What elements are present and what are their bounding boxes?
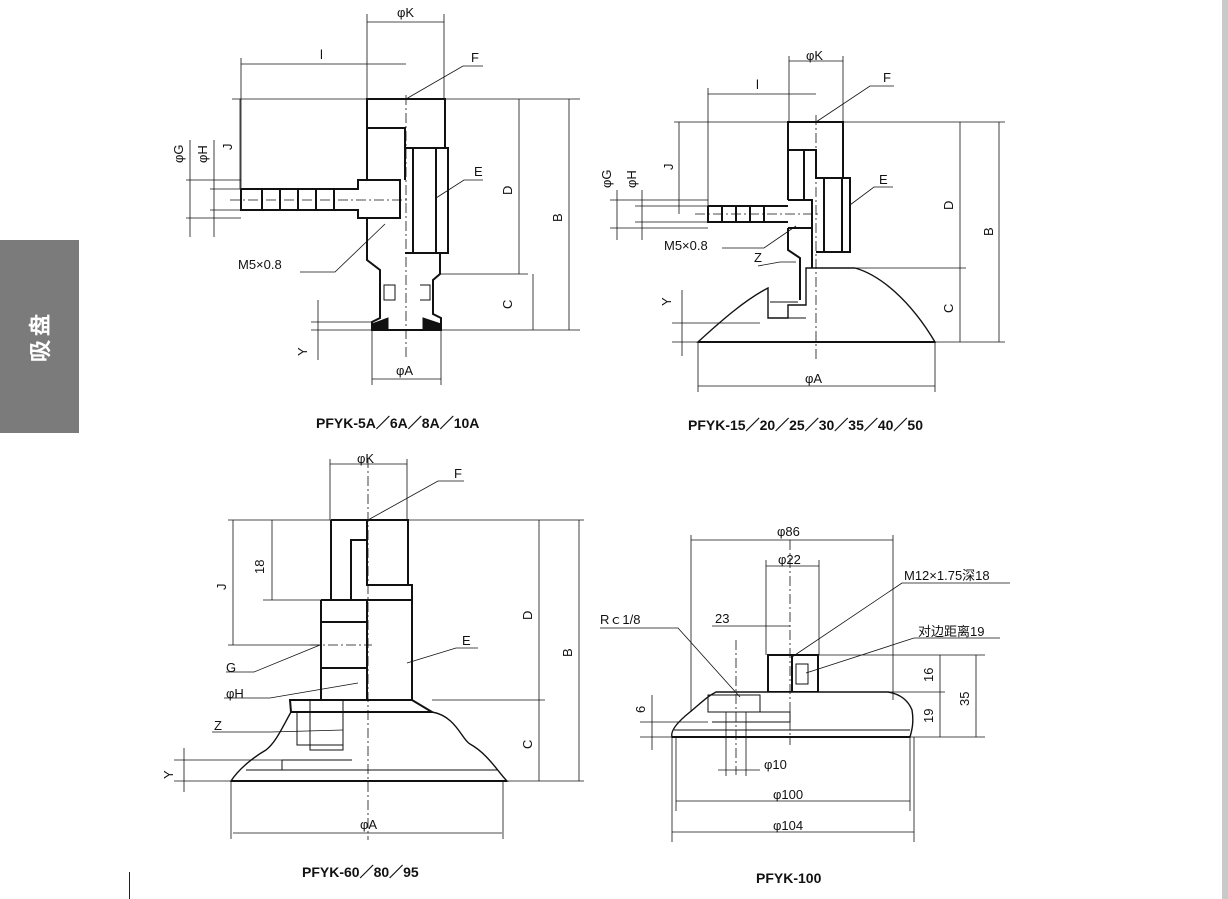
- figure-pfyk-15: φK l F E M5×0.8 Z φA φG φH J D B C Y PFY…: [599, 48, 1005, 433]
- fig4-6-label: 6: [633, 706, 648, 713]
- fig2-phi-k-label: φK: [806, 48, 823, 63]
- fig3-c-label: C: [520, 740, 535, 749]
- fig2-caption: PFYK-15／20／25／30／35／40／50: [688, 417, 923, 433]
- fig2-c-label: C: [941, 304, 956, 313]
- fig1-thread-label: M5×0.8: [238, 257, 282, 272]
- fig4-phi10-label: φ10: [764, 757, 787, 772]
- body-outline: [330, 519, 409, 601]
- fig3-f-label: F: [454, 466, 462, 481]
- fig4-thread-label: M12×1.75深18: [904, 568, 990, 583]
- fig4-19-label: 19: [921, 709, 936, 723]
- fig1-phi-g-label: φG: [171, 144, 186, 163]
- fig4-phi22-label: φ22: [778, 552, 801, 567]
- fig3-phi-h-label: φH: [226, 686, 244, 701]
- fig3-caption: PFYK-60／80／95: [302, 864, 419, 880]
- barb-fitting: [240, 179, 367, 219]
- fig1-phi-a-label: φA: [396, 363, 413, 378]
- fig3-18-label: 18: [252, 560, 267, 574]
- fig1-f-label: F: [471, 50, 479, 65]
- fig1-y-label: Y: [295, 347, 310, 356]
- fig4-hex-label: 对边距离19: [918, 624, 984, 639]
- fig4-phi104-label: φ104: [773, 818, 803, 833]
- fig4-caption: PFYK-100: [756, 870, 822, 886]
- fig2-e-label: E: [879, 172, 888, 187]
- hex-nut: [816, 177, 851, 253]
- figure-pfyk-60: φK F E G φH Z φA J 18 D B C Y PFYK-60／80…: [161, 451, 584, 880]
- fig2-phi-h-label: φH: [624, 170, 639, 188]
- fig4-35-label: 35: [957, 692, 972, 706]
- fig2-phi-g-label: φG: [599, 169, 614, 188]
- fig3-phi-k-label: φK: [357, 451, 374, 466]
- fig1-c-label: C: [500, 300, 515, 309]
- fig3-e-label: E: [462, 633, 471, 648]
- fig2-d-label: D: [941, 201, 956, 210]
- fig3-y-label: Y: [161, 770, 176, 779]
- fig2-phi-a-label: φA: [805, 371, 822, 386]
- fig4-rc-label: Rｃ1/8: [600, 612, 640, 627]
- body-outline: [787, 121, 844, 179]
- fig2-z-label: Z: [754, 250, 762, 265]
- fig2-l-label: l: [756, 77, 759, 92]
- fig3-d-label: D: [520, 611, 535, 620]
- fig3-j-label: J: [214, 584, 229, 591]
- fig1-caption: PFYK-5A／6A／8A／10A: [316, 415, 479, 431]
- fig4-phi86-label: φ86: [777, 524, 800, 539]
- hex-body: [767, 654, 819, 693]
- fig1-l-label: l: [320, 47, 323, 62]
- fig1-d-label: D: [500, 186, 515, 195]
- fig2-b-label: B: [981, 227, 996, 236]
- fig2-j-label: J: [661, 164, 676, 171]
- figure-pfyk-5a: φK l F E M5×0.8 φA φG φH J D B C Y PFYK-…: [171, 5, 580, 431]
- suction-cup: [696, 267, 937, 343]
- side-category-tab: [0, 240, 79, 433]
- suction-cup: [229, 711, 509, 782]
- fig2-thread-label: M5×0.8: [664, 238, 708, 253]
- fig3-phi-a-label: φA: [360, 817, 377, 832]
- fig1-e-label: E: [474, 164, 483, 179]
- fig2-y-label: Y: [659, 297, 674, 306]
- fig4-phi100-label: φ100: [773, 787, 803, 802]
- fig1-j-label: J: [220, 144, 235, 151]
- fig3-z-label: Z: [214, 718, 222, 733]
- fig1-phi-k-label: φK: [397, 5, 414, 20]
- fig1-phi-h-label: φH: [195, 145, 210, 163]
- fig2-f-label: F: [883, 70, 891, 85]
- fig3-b-label: B: [560, 648, 575, 657]
- figure-pfyk-100: φ86 φ22 M12×1.75深18 对边距离19 Rｃ1/8 23 φ10 …: [600, 524, 1010, 886]
- fig1-b-label: B: [550, 213, 565, 222]
- fig4-23-label: 23: [715, 611, 729, 626]
- fig4-16-label: 16: [921, 668, 936, 682]
- hex-nut: [405, 147, 449, 254]
- fig3-g-label: G: [226, 660, 236, 675]
- page-edge: [1222, 0, 1228, 899]
- margin-tick: [129, 872, 130, 899]
